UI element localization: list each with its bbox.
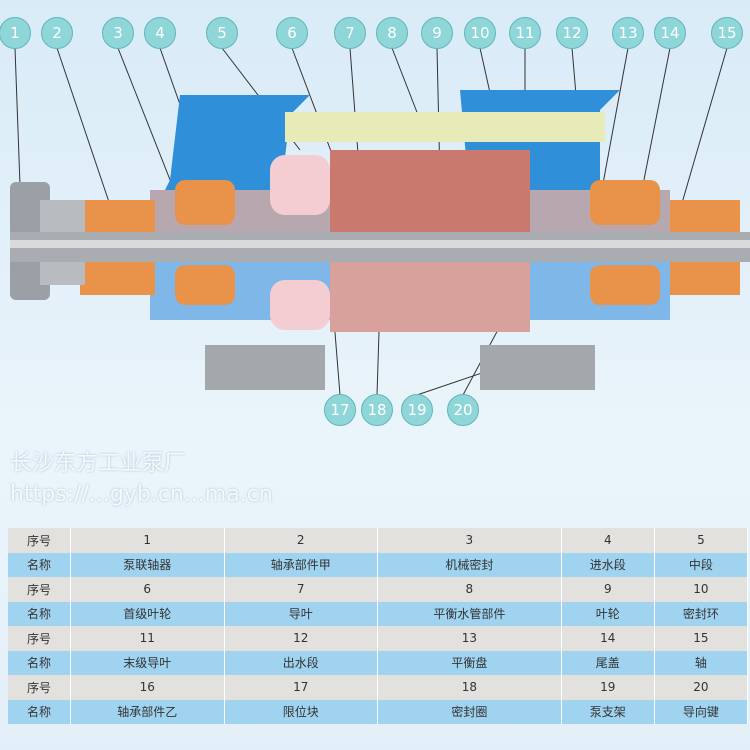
part-number: 15 (654, 626, 749, 651)
part-name: 导向键 (654, 699, 749, 724)
callout-7: 7 (334, 17, 366, 49)
name-row: 名称首级叶轮导叶平衡水管部件叶轮密封环 (8, 601, 749, 626)
callout-13: 13 (612, 17, 644, 49)
row-label: 名称 (8, 601, 71, 626)
part-number: 3 (377, 528, 562, 553)
part-name: 密封圈 (377, 699, 562, 724)
part-name: 泵支架 (561, 699, 655, 724)
part-name: 泵联轴器 (70, 552, 225, 577)
part-number: 6 (70, 577, 225, 602)
callout-8: 8 (376, 17, 408, 49)
part-name: 尾盖 (561, 650, 655, 675)
part-number: 2 (224, 528, 378, 553)
callout-2: 2 (41, 17, 73, 49)
pump-cross-section (10, 47, 750, 396)
part-number: 10 (654, 577, 749, 602)
part-number: 12 (224, 626, 378, 651)
part-name: 轴承部件乙 (70, 699, 225, 724)
row-label: 名称 (8, 552, 71, 577)
part-name: 平衡盘 (377, 650, 562, 675)
part-number: 1 (70, 528, 225, 553)
part-number: 20 (654, 675, 749, 700)
watermark-url: https://...gyb.cn...ma.cn (10, 482, 273, 507)
callout-10: 10 (464, 17, 496, 49)
part-number: 5 (654, 528, 749, 553)
name-row: 名称末级导叶出水段平衡盘尾盖轴 (8, 650, 749, 675)
casing (10, 90, 750, 390)
part-number: 17 (224, 675, 378, 700)
part-number: 4 (561, 528, 655, 553)
part-name: 导叶 (224, 601, 378, 626)
part-name: 平衡水管部件 (377, 601, 562, 626)
part-number: 18 (377, 675, 562, 700)
part-name: 叶轮 (561, 601, 655, 626)
callout-1: 1 (0, 17, 31, 49)
part-number: 16 (70, 675, 225, 700)
callout-9: 9 (421, 17, 453, 49)
row-label: 序号 (8, 577, 71, 602)
part-name: 轴 (654, 650, 749, 675)
part-number: 13 (377, 626, 562, 651)
part-name: 进水段 (561, 552, 655, 577)
part-number: 19 (561, 675, 655, 700)
callout-20: 20 (447, 394, 479, 426)
part-name: 密封环 (654, 601, 749, 626)
part-number: 7 (224, 577, 378, 602)
part-name: 机械密封 (377, 552, 562, 577)
part-number: 14 (561, 626, 655, 651)
row-label: 序号 (8, 675, 71, 700)
callout-6: 6 (276, 17, 308, 49)
part-number: 8 (377, 577, 562, 602)
part-number: 11 (70, 626, 225, 651)
callout-5: 5 (206, 17, 238, 49)
part-name: 轴承部件甲 (224, 552, 378, 577)
callout-11: 11 (509, 17, 541, 49)
name-row: 名称轴承部件乙限位块密封圈泵支架导向键 (8, 699, 749, 724)
part-name: 出水段 (224, 650, 378, 675)
callout-17: 17 (324, 394, 356, 426)
callout-19: 19 (401, 394, 433, 426)
callout-12: 12 (556, 17, 588, 49)
part-name: 末级导叶 (70, 650, 225, 675)
leader-lines (14, 47, 728, 396)
name-row: 名称泵联轴器轴承部件甲机械密封进水段中段 (8, 552, 749, 577)
callout-15: 15 (711, 17, 743, 49)
watermark-company: 长沙东方工业泵厂 (10, 451, 187, 476)
part-name: 首级叶轮 (70, 601, 225, 626)
row-label: 名称 (8, 699, 71, 724)
part-name: 中段 (654, 552, 749, 577)
callout-14: 14 (654, 17, 686, 49)
row-label: 序号 (8, 528, 71, 553)
row-label: 序号 (8, 626, 71, 651)
callout-18: 18 (361, 394, 393, 426)
part-number: 9 (561, 577, 655, 602)
callout-4: 4 (144, 17, 176, 49)
row-label: 名称 (8, 650, 71, 675)
part-name: 限位块 (224, 699, 378, 724)
callout-3: 3 (102, 17, 134, 49)
